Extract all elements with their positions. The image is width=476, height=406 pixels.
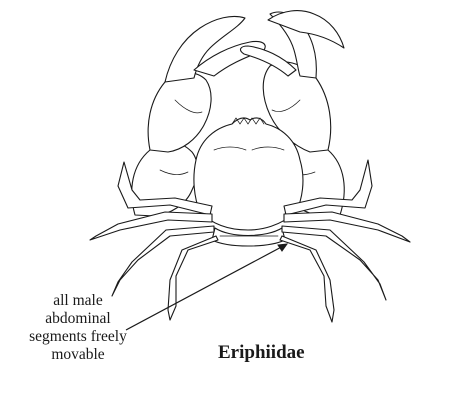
callout-line-3: segments freely [4, 328, 152, 346]
callout-label: all male abdominal segments freely movab… [4, 292, 152, 364]
callout-line-1: all male [4, 292, 152, 310]
family-name-title: Eriphiidae [218, 342, 305, 364]
callout-line-4: movable [4, 346, 152, 364]
abdomen [212, 228, 285, 246]
callout-line-2: abdominal [4, 310, 152, 328]
